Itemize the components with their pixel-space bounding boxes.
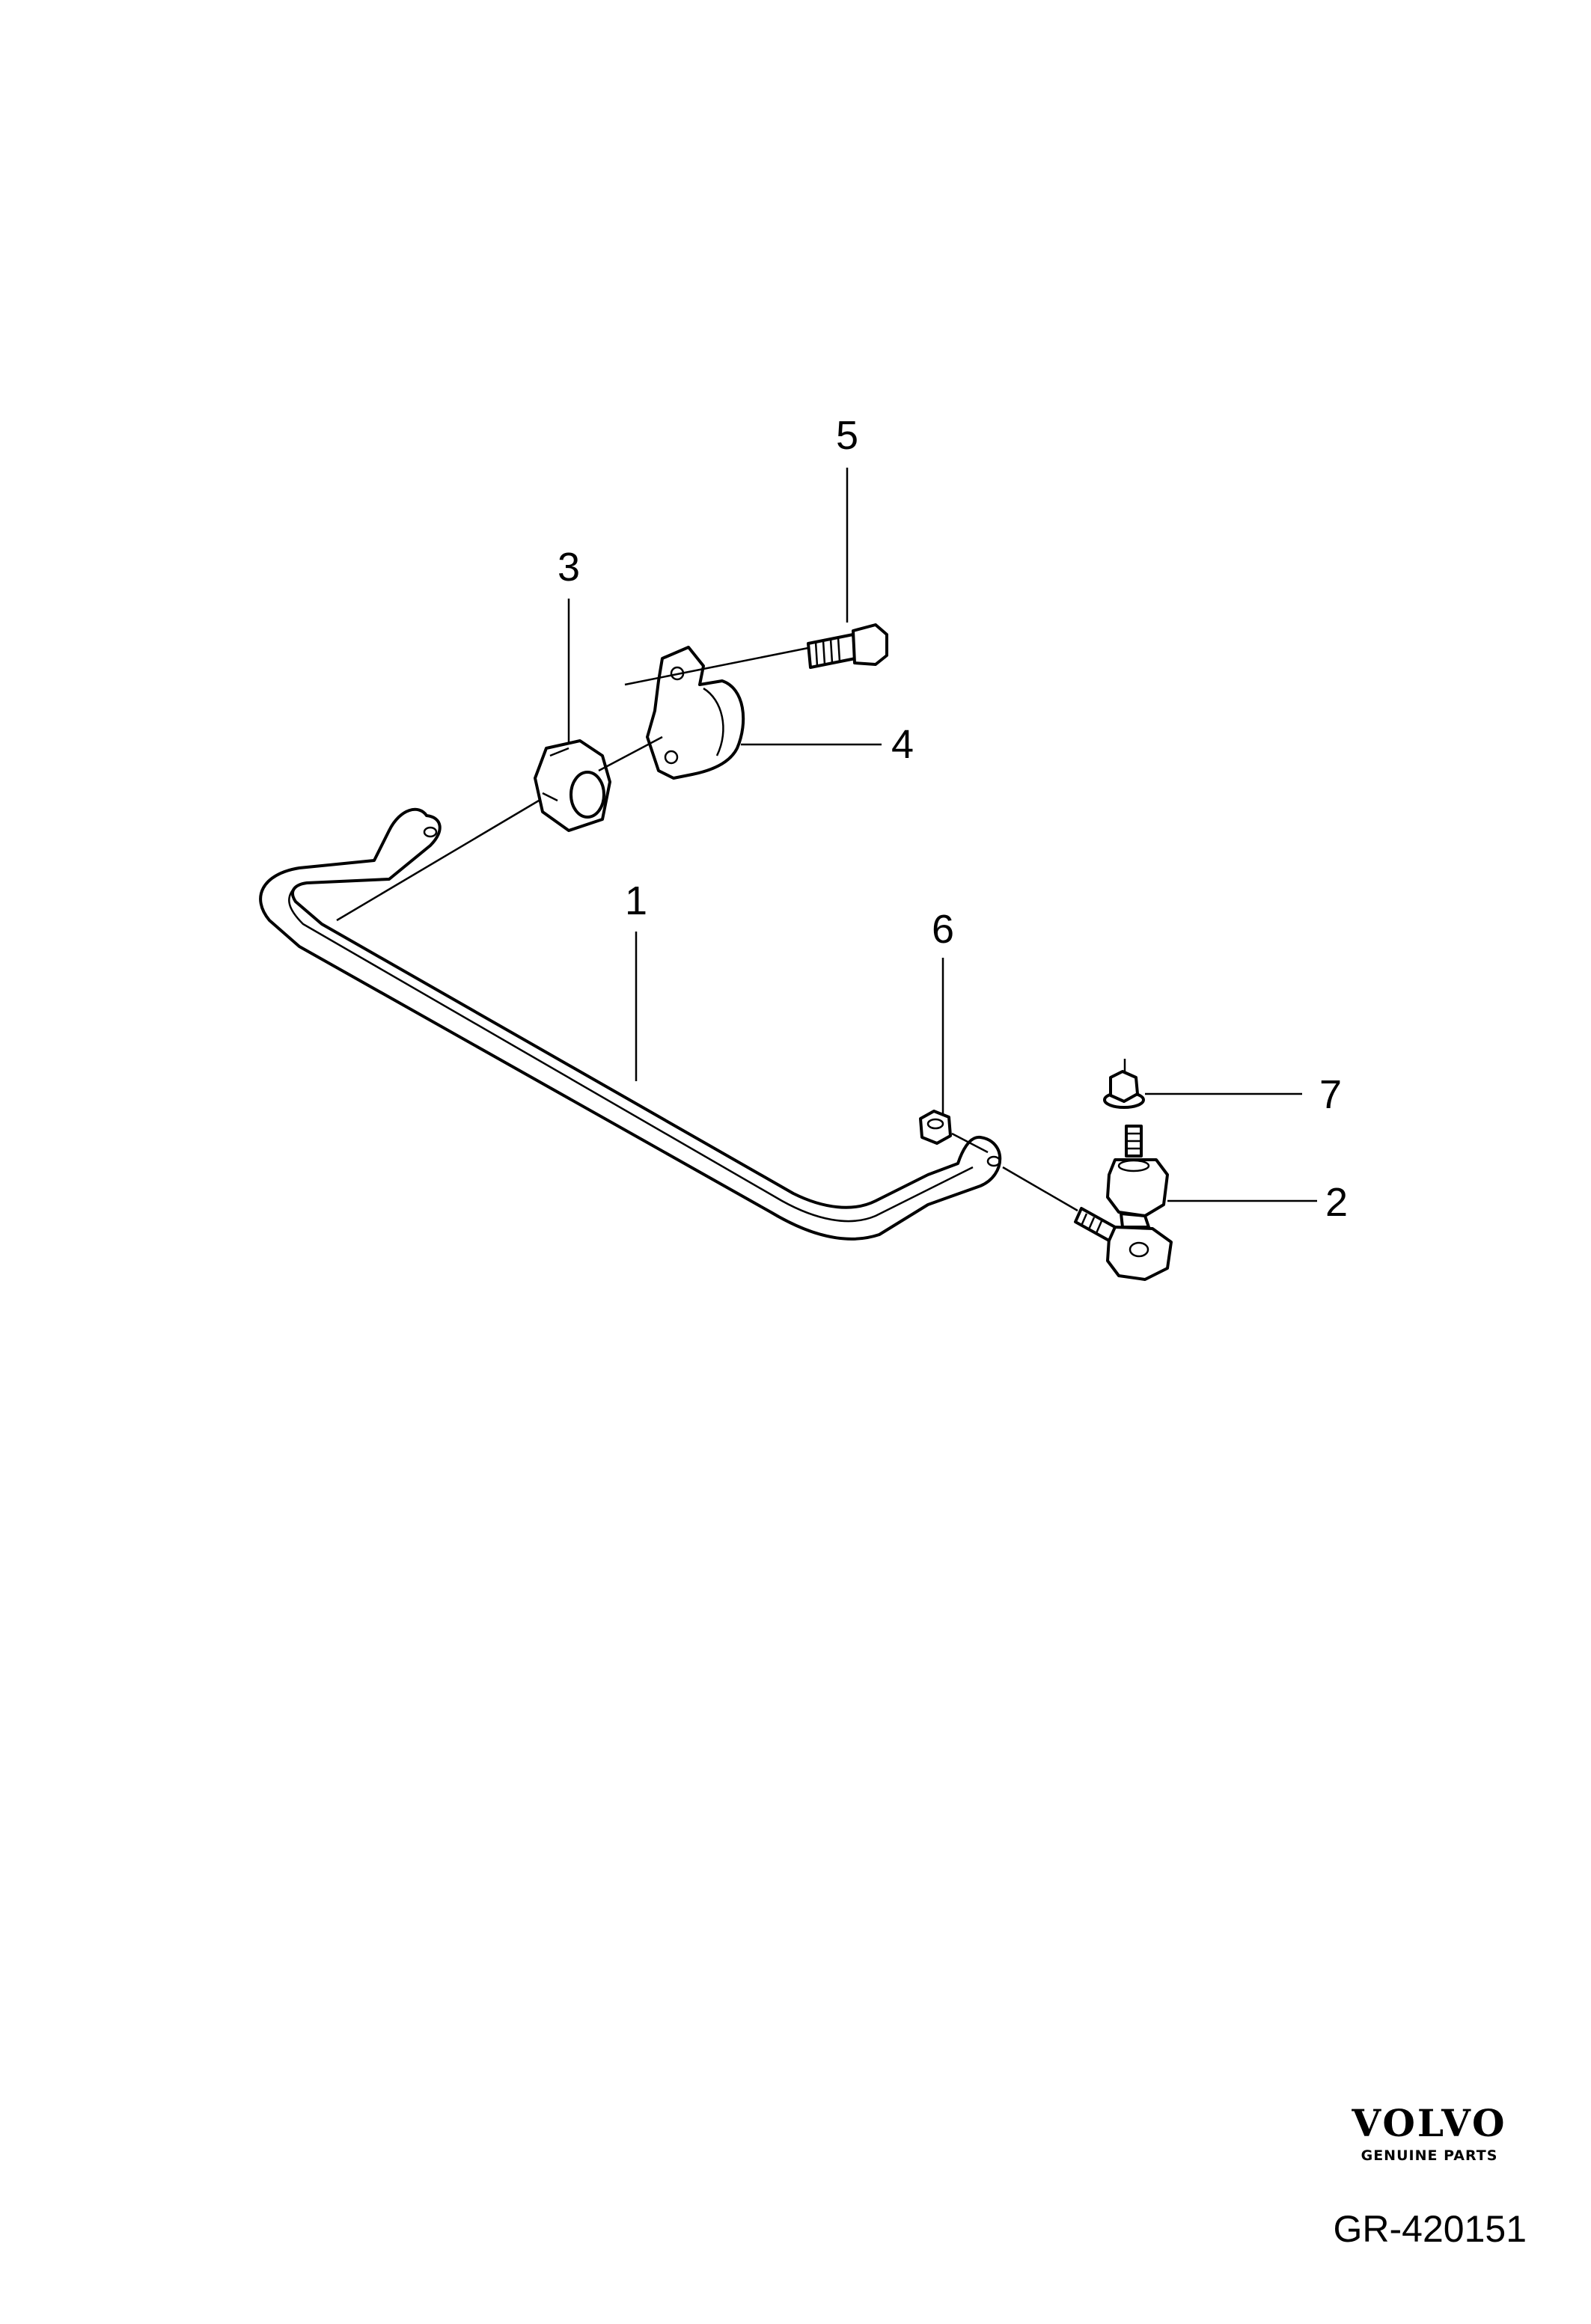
callout-5: 5	[836, 413, 858, 458]
diagram-id: GR-420151	[1333, 2208, 1527, 2250]
callout-7: 7	[1319, 1072, 1342, 1117]
callout-6: 6	[932, 907, 954, 952]
bolt-icon[interactable]	[807, 623, 888, 669]
callout-1: 1	[625, 878, 647, 923]
volvo-logo-text: VOLVO	[1352, 2101, 1507, 2145]
callout-4: 4	[891, 722, 914, 767]
stabilizer-bar-icon[interactable]	[259, 807, 1002, 1241]
bracket-icon[interactable]	[646, 646, 745, 780]
nut-icon[interactable]	[919, 1110, 952, 1145]
callout-3: 3	[558, 545, 580, 590]
bushing-icon[interactable]	[534, 739, 611, 832]
leader-lines	[336, 468, 1317, 1212]
flange-nut-icon[interactable]	[1103, 1070, 1145, 1109]
stabilizer-link-icon[interactable]	[1074, 1125, 1173, 1281]
callout-2: 2	[1325, 1180, 1348, 1225]
genuine-parts-label: GENUINE PARTS	[1361, 2147, 1498, 2164]
